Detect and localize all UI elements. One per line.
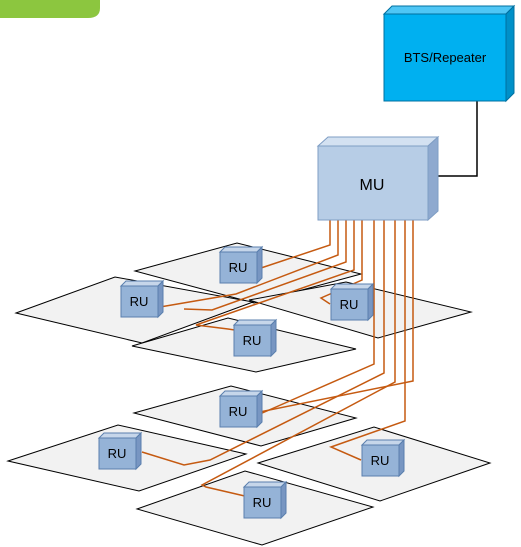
mu-bts-link bbox=[436, 100, 478, 177]
corner-tab bbox=[0, 0, 100, 18]
ru-label: RU bbox=[371, 453, 390, 468]
bts-repeater-box: BTS/Repeater bbox=[382, 4, 516, 103]
cables bbox=[141, 220, 414, 498]
ru-label: RU bbox=[340, 297, 359, 312]
mu-label: MU bbox=[360, 177, 385, 194]
ru-label: RU bbox=[229, 260, 248, 275]
ru-box: RU bbox=[360, 438, 406, 478]
cable bbox=[183, 220, 347, 311]
cable bbox=[200, 220, 396, 498]
cable bbox=[259, 220, 375, 415]
ru-label: RU bbox=[108, 446, 127, 461]
ru-box: RU bbox=[242, 480, 288, 520]
cable bbox=[159, 220, 339, 308]
ru-box: RU bbox=[218, 389, 264, 429]
ru-label: RU bbox=[229, 404, 248, 419]
bts-label: BTS/Repeater bbox=[404, 50, 487, 65]
ru-box: RU bbox=[218, 245, 264, 285]
ru-label: RU bbox=[243, 333, 262, 348]
cable bbox=[141, 220, 385, 466]
ru-boxes: RU RU RU RU RU bbox=[97, 245, 406, 520]
ru-label: RU bbox=[253, 495, 272, 510]
ru-box: RU bbox=[119, 279, 165, 319]
ru-box: RU bbox=[97, 431, 143, 471]
ru-box: RU bbox=[232, 318, 278, 358]
ru-box: RU bbox=[329, 282, 375, 322]
cable bbox=[328, 220, 406, 461]
mu-box: MU bbox=[316, 135, 440, 222]
ru-label: RU bbox=[130, 294, 149, 309]
cable bbox=[260, 220, 331, 269]
